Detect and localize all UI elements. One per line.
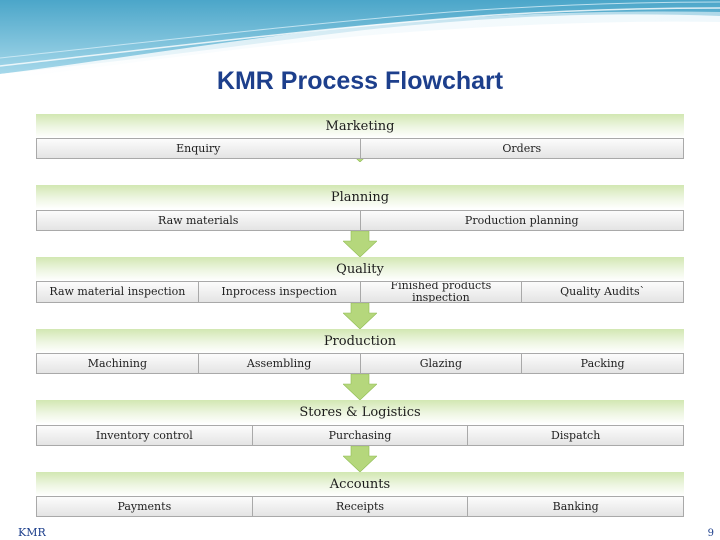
section-row-production: Machining Assembling Glazing Packing xyxy=(36,353,684,374)
section-header-accounts: Accounts xyxy=(36,472,684,496)
header-swoosh-decoration xyxy=(0,0,720,80)
step-box: Glazing xyxy=(360,353,523,374)
section-header-production: Production xyxy=(36,329,684,353)
step-box: Production planning xyxy=(360,210,684,231)
step-box: Orders xyxy=(360,138,684,159)
step-box: Raw materials xyxy=(36,210,361,231)
step-box: Enquiry xyxy=(36,138,361,159)
section-row-marketing: Enquiry Orders xyxy=(36,138,684,159)
section-header-quality: Quality xyxy=(36,257,684,281)
step-box: Quality Audits` xyxy=(522,281,684,303)
footer-brand: KMR xyxy=(18,526,46,539)
step-box: Machining xyxy=(36,353,199,374)
step-box: Inventory control xyxy=(36,425,253,446)
flow-arrow-down-icon xyxy=(343,231,377,257)
flow-arrow-down-icon xyxy=(343,303,377,329)
step-box: Finished products inspection xyxy=(360,281,523,303)
step-box: Raw material inspection xyxy=(36,281,199,303)
step-box: Receipts xyxy=(252,496,469,517)
step-box: Payments xyxy=(36,496,253,517)
page-number: 9 xyxy=(707,528,714,539)
step-box: Purchasing xyxy=(252,425,469,446)
section-row-stores-logistics: Inventory control Purchasing Dispatch xyxy=(36,425,685,446)
section-row-planning: Raw materials Production planning xyxy=(36,210,684,231)
section-row-quality: Raw material inspection Inprocess inspec… xyxy=(36,281,684,303)
step-box: Banking xyxy=(468,496,685,517)
section-header-stores-logistics: Stores & Logistics xyxy=(36,400,684,424)
section-row-accounts: Payments Receipts Banking xyxy=(36,496,685,517)
step-box: Inprocess inspection xyxy=(198,281,361,303)
flow-arrow-down-icon xyxy=(343,446,377,472)
step-box: Assembling xyxy=(198,353,361,374)
step-box: Dispatch xyxy=(468,425,685,446)
section-header-planning: Planning xyxy=(36,185,684,209)
step-box: Packing xyxy=(522,353,684,374)
section-header-marketing: Marketing xyxy=(36,114,684,138)
flow-arrow-down-icon xyxy=(343,374,377,400)
page-title: KMR Process Flowchart xyxy=(216,67,504,95)
